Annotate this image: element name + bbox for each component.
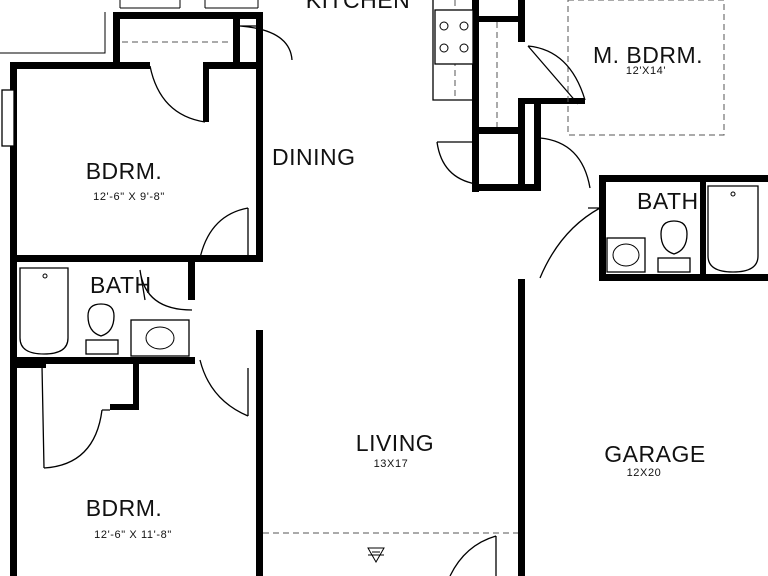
range-icon [434,9,474,65]
bathtub-icon [19,267,69,355]
toilet-icon [657,220,691,273]
master-bedroom-label: M. BDRM. [592,42,704,68]
sink-icon [606,237,646,273]
doors [41,25,601,576]
thin-lines [0,0,725,534]
bedroom-1-dimensions: 12'-6" X 9'-8" [93,191,165,203]
bedroom-2-label: BDRM. [85,495,163,521]
sink-icon [130,319,190,357]
bath-1-label: BATH [90,272,152,298]
master-bedroom-dimensions: 12'X14' [625,65,667,77]
toilet-icon [85,303,119,355]
bathtub-icon [707,185,759,273]
garage-dimensions: 12X20 [626,467,662,479]
bedroom-2-dimensions: 12'-6" X 11'-8" [94,529,172,541]
garage-label: GARAGE [604,441,706,467]
living-label: LIVING [355,430,435,456]
bedroom-1-label: BDRM. [85,158,163,184]
master-bath-label: BATH [637,188,699,214]
dining-label: DINING [272,144,356,170]
living-dimensions: 13X17 [373,458,409,470]
kitchen-label: KITCHEN [305,0,411,13]
fixtures [19,9,759,564]
furnace-icon [367,547,385,564]
